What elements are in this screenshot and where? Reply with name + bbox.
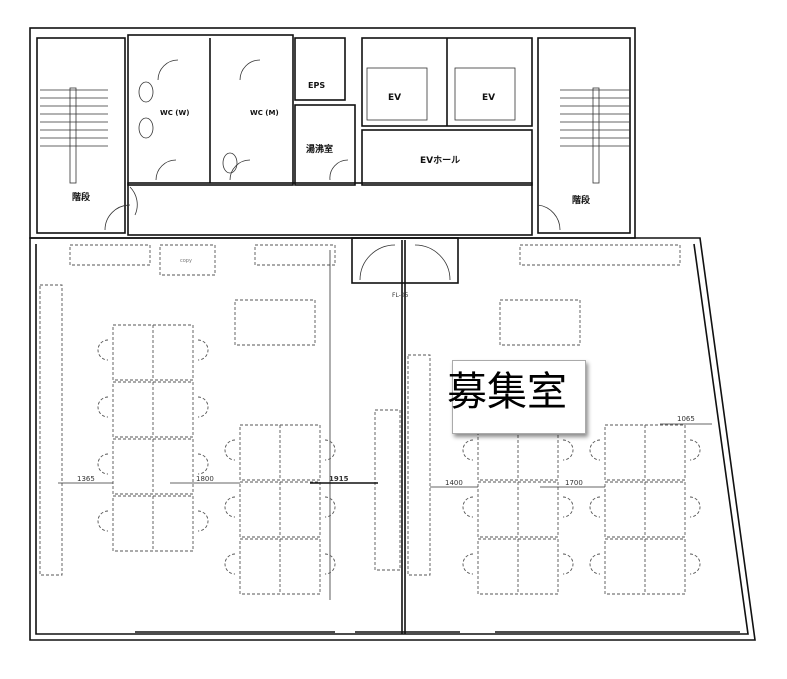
chair [97, 510, 109, 532]
chair [97, 453, 109, 475]
dimension-1365: 1365 [77, 475, 95, 483]
chair [224, 553, 236, 575]
desk-clusters [97, 324, 701, 595]
chair [689, 553, 701, 575]
dimension-1915: 1915 [329, 475, 349, 483]
chair [97, 396, 109, 418]
room-label-wc-women: WC (W) [160, 109, 189, 117]
chair [197, 396, 209, 418]
chair [689, 439, 701, 461]
office-walls [29, 237, 756, 641]
chair [197, 453, 209, 475]
chair [224, 496, 236, 518]
chair [462, 439, 474, 461]
chair [562, 439, 574, 461]
stairs-left-treads [40, 87, 108, 184]
stairs-right-treads [560, 87, 630, 184]
chair [589, 496, 601, 518]
floor-label: FL-05 [392, 292, 409, 299]
dimension-1700: 1700 [565, 479, 583, 487]
dimension-1400: 1400 [445, 479, 463, 487]
chair [689, 496, 701, 518]
chair [324, 553, 336, 575]
room-label-wc-men: WC (M) [250, 109, 279, 117]
dimension-lines [58, 423, 712, 488]
core-walls [29, 27, 636, 239]
room-label-copy: copy [180, 258, 192, 264]
room-label-ev-2: EV [482, 93, 495, 103]
chair [197, 510, 209, 532]
room-label-eps: EPS [308, 81, 325, 90]
chair [462, 496, 474, 518]
dimension-1800: 1800 [196, 475, 214, 483]
vacancy-tag-label: 募集室 [447, 369, 567, 415]
chair [562, 553, 574, 575]
room-label-kitchenette: 湯沸室 [306, 143, 333, 155]
chair [224, 439, 236, 461]
chair [197, 339, 209, 361]
chair [589, 553, 601, 575]
chair [324, 439, 336, 461]
vacancy-tag: 募集室 [447, 360, 586, 434]
dimension-1065: 1065 [677, 415, 695, 423]
chair [462, 553, 474, 575]
room-label-ev-hall: EVホール [420, 155, 460, 166]
chair [562, 496, 574, 518]
chair [324, 496, 336, 518]
room-label-stairs-right: 階段 [572, 194, 591, 206]
room-label-ev-1: EV [388, 93, 401, 103]
chair [589, 439, 601, 461]
room-label-stairs-left: 階段 [72, 191, 91, 203]
chair [97, 339, 109, 361]
